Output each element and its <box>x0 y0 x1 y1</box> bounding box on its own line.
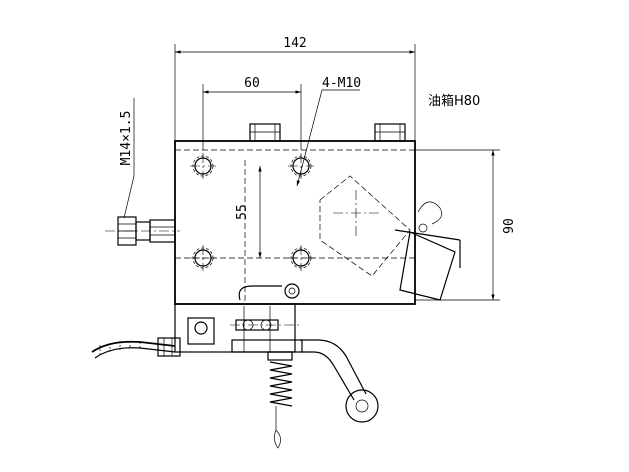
dimension-width-142: 142 <box>174 36 416 140</box>
lever-handle <box>300 339 379 423</box>
callout-m14-label: M14×1.5 <box>119 111 134 166</box>
dimension-width-label: 142 <box>283 36 306 51</box>
hole-bottom-right <box>288 245 314 271</box>
hole-top-left <box>190 153 216 179</box>
top-bolt-left <box>249 123 281 142</box>
cable <box>91 337 181 359</box>
callout-m14-thread: M14×1.5 <box>119 98 135 219</box>
hole-top-right <box>288 153 314 179</box>
callout-4-m10: 4-M10 <box>296 76 361 187</box>
top-bolt-right <box>374 123 406 142</box>
callout-4-m10-label: 4-M10 <box>322 76 361 91</box>
dimension-height-90: 90 <box>415 149 517 301</box>
dimension-hole-spacing-label: 60 <box>244 76 260 91</box>
side-fitting <box>105 216 180 246</box>
lower-mechanism <box>174 283 303 353</box>
spring <box>267 351 293 449</box>
dimension-vertical-55-label: 55 <box>235 204 250 220</box>
callout-oil-tank-label: 油箱H80 <box>428 93 480 109</box>
oil-tank-outline <box>319 175 461 301</box>
dimension-hole-spacing-60: 60 <box>202 76 302 150</box>
dimension-vertical-55: 55 <box>235 166 262 258</box>
dimension-height-90-label: 90 <box>502 218 517 234</box>
hole-bottom-left <box>190 245 216 271</box>
